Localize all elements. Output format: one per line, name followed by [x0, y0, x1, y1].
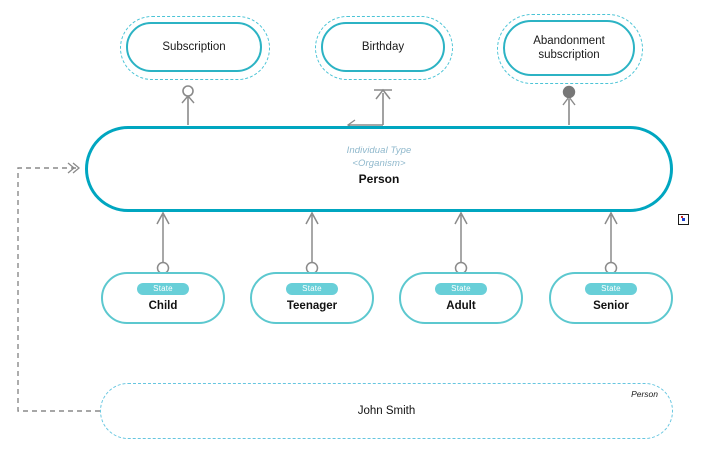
state-badge-senior: State: [585, 283, 637, 296]
individual-type-meta-line1: Individual Type: [346, 145, 412, 156]
state-badge-child: State: [137, 283, 189, 296]
marker-blue-pixel: [682, 218, 685, 221]
state-node-senior[interactable]: State Senior: [549, 272, 673, 324]
edge-senior-person: [604, 211, 618, 275]
state-node-adult[interactable]: State Adult: [399, 272, 523, 324]
edge-person-subscription: [181, 85, 195, 125]
edge-person-abandonment-subscription: [562, 85, 576, 125]
event-label-abandonment-line1: Abandonment: [533, 34, 605, 47]
individual-type-meta-line2: <Organism>: [352, 157, 406, 169]
event-node-birthday[interactable]: Birthday: [321, 22, 445, 72]
edge-adult-person: [454, 211, 468, 275]
state-name-child: Child: [148, 300, 178, 313]
state-name-teenager: Teenager: [286, 300, 338, 313]
individual-type-name: Person: [358, 172, 400, 187]
event-halo-subscription: [120, 16, 270, 80]
event-label-birthday: Birthday: [361, 40, 405, 53]
state-badge-adult: State: [435, 283, 487, 296]
marker-red-pixel: [681, 216, 683, 218]
edge-teenager-person: [305, 211, 319, 275]
state-name-senior: Senior: [593, 300, 629, 313]
state-badge-teenager: State: [286, 283, 338, 296]
event-halo-birthday: [315, 16, 453, 80]
edge-johnsmith-person: [17, 162, 100, 412]
edge-person-birthday: [346, 88, 392, 131]
state-node-child[interactable]: State Child: [101, 272, 225, 324]
state-name-adult: Adult: [446, 300, 476, 313]
event-node-abandonment-subscription[interactable]: Abandonment subscription: [503, 20, 635, 76]
event-node-subscription[interactable]: Subscription: [126, 22, 262, 72]
event-halo-abandonment-subscription: [497, 14, 643, 84]
edge-child-person: [156, 211, 170, 275]
individual-name: John Smith: [357, 405, 416, 417]
event-label-subscription: Subscription: [162, 40, 226, 53]
individual-node-john-smith[interactable]: John Smith Person: [100, 383, 673, 439]
event-label-abandonment-line2: subscription: [538, 49, 600, 61]
individual-type-node-person[interactable]: Individual Type <Organism> Person: [85, 126, 673, 212]
broken-image-marker: [678, 214, 689, 225]
individual-type-label: Person: [631, 389, 658, 399]
state-node-teenager[interactable]: State Teenager: [250, 272, 374, 324]
